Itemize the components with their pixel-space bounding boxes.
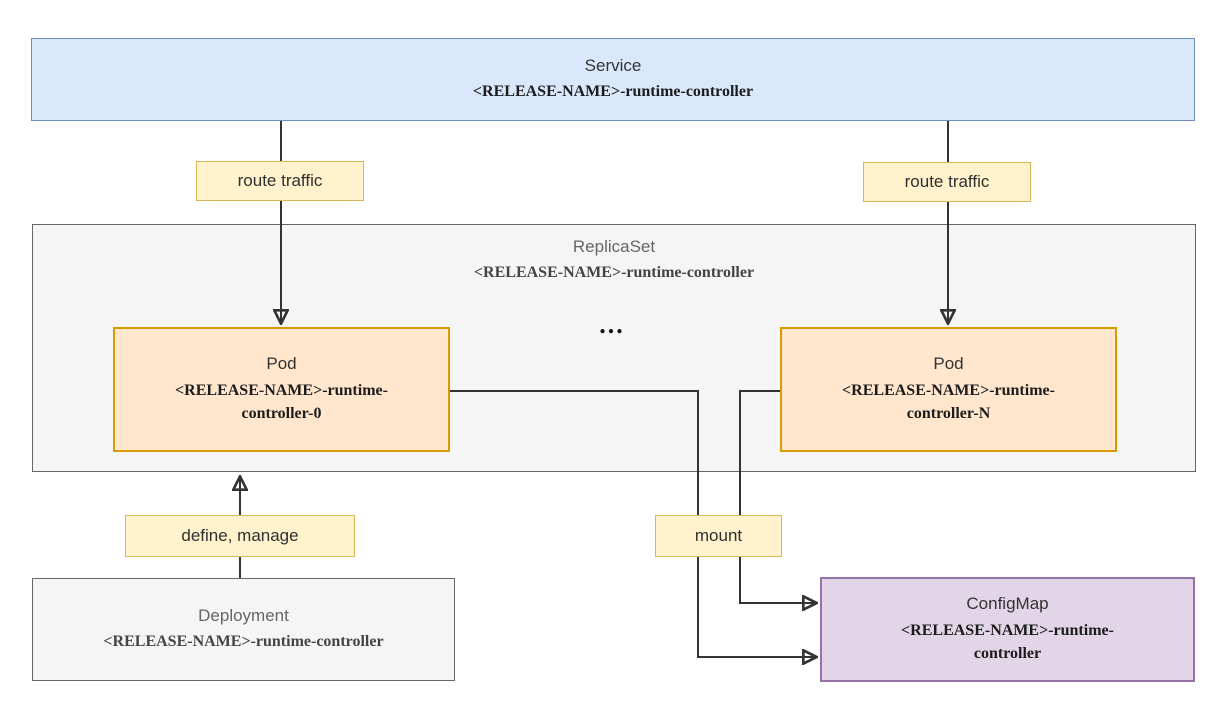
more-pods-ellipsis: ...	[599, 310, 625, 339]
configmap-node: ConfigMap <RELEASE-NAME>-runtime-control…	[820, 577, 1195, 682]
deployment-subtitle: <RELEASE-NAME>-runtime-controller	[103, 633, 384, 651]
service-title: Service	[584, 55, 642, 75]
configmap-subtitle: <RELEASE-NAME>-runtime-controller	[901, 621, 1114, 662]
pod-n-node: Pod <RELEASE-NAME>-runtime-controller-N	[780, 327, 1117, 452]
pod-0-title: Pod	[266, 354, 297, 374]
replicaset-title: ReplicaSet	[572, 237, 656, 256]
configmap-title: ConfigMap	[966, 594, 1049, 614]
mount-label: mount	[655, 515, 782, 557]
deployment-title: Deployment	[198, 605, 289, 625]
route-traffic-label-right: route traffic	[863, 162, 1031, 202]
pod-0-node: Pod <RELEASE-NAME>-runtime-controller-0	[113, 327, 450, 452]
pod-0-subtitle: <RELEASE-NAME>-runtime-controller-0	[175, 381, 388, 422]
pod-n-subtitle: <RELEASE-NAME>-runtime-controller-N	[842, 381, 1055, 422]
service-node: Service <RELEASE-NAME>-runtime-controlle…	[31, 38, 1195, 121]
define-manage-label: define, manage	[125, 515, 355, 557]
route-traffic-label-left: route traffic	[196, 161, 364, 201]
service-subtitle: <RELEASE-NAME>-runtime-controller	[472, 83, 754, 101]
replicaset-subtitle: <RELEASE-NAME>-runtime-controller	[473, 264, 755, 282]
deployment-node: Deployment <RELEASE-NAME>-runtime-contro…	[32, 578, 455, 681]
pod-n-title: Pod	[933, 354, 964, 374]
